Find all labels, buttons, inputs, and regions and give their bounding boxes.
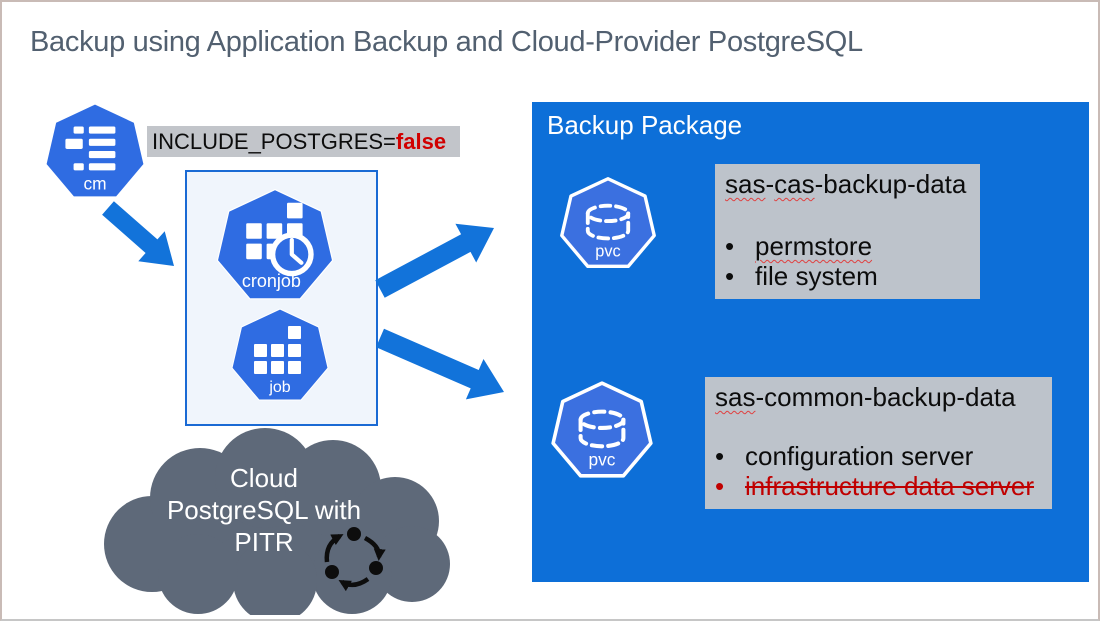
common-bullet-infra-server: infrastructure data server [715, 471, 1042, 501]
cronjob-clock-glyph [269, 232, 314, 277]
cm-heptagon [45, 103, 145, 198]
pvc-cas-label: pvc [595, 243, 620, 261]
env-var-name: INCLUDE_POSTGRES= [152, 128, 396, 154]
arrow-jobs-to-common-pvc [376, 328, 504, 400]
pvc-common-icon: pvc [551, 381, 653, 478]
arrow-cm-to-jobs [102, 201, 174, 266]
configmap-icon: cm [45, 103, 145, 198]
cronjob-icon: cronjob [216, 189, 334, 300]
cas-title-rest: -backup-data [814, 169, 967, 199]
common-bullet-config-server: configuration server [715, 441, 1042, 471]
job-grid-glyph [254, 326, 301, 374]
cloud-caption-line3: PITR [234, 527, 294, 557]
common-card-title: sas-common-backup-data [715, 382, 1042, 412]
arrow-jobs-to-cas-pvc [375, 223, 494, 298]
cas-bullet-filesystem: file system [725, 261, 970, 291]
sas-cas-backup-data-card: sas-cas-backup-data permstore file syste… [715, 164, 980, 299]
common-bullet-list: configuration server infrastructure data… [715, 441, 1042, 501]
cas-bullet-permstore: permstore [725, 231, 970, 261]
cm-label: cm [83, 174, 106, 194]
cloud-shape [104, 428, 450, 615]
cloud-caption: Cloud PostgreSQL with PITR [81, 462, 447, 558]
pvc-common-label: pvc [589, 450, 616, 470]
cas-title-sep: - [765, 169, 775, 199]
cronjob-label: cronjob [242, 271, 301, 291]
page-title: Backup using Application Backup and Clou… [30, 26, 863, 58]
cloud-caption-line1: Cloud [230, 463, 298, 493]
cm-list-glyph [65, 126, 116, 171]
cloud-postgresql: Cloud PostgreSQL with PITR [90, 426, 456, 615]
cas-title-sas: sas [725, 169, 766, 199]
pvc-cylinder-glyph [578, 409, 626, 449]
cas-bullet-list: permstore file system [725, 231, 970, 291]
common-title-sas: sas [715, 382, 756, 412]
job-label: job [268, 379, 290, 396]
sas-common-backup-data-card: sas-common-backup-data configuration ser… [705, 377, 1052, 509]
cas-title-cas: cas [774, 169, 815, 199]
pvc-cylinder-glyph [585, 203, 631, 241]
env-var-label: INCLUDE_POSTGRES=false [147, 126, 460, 157]
cloud-caption-line2: PostgreSQL with [166, 495, 362, 525]
cas-card-title: sas-cas-backup-data [725, 169, 970, 199]
backup-package-title: Backup Package [547, 110, 743, 140]
job-icon: job [231, 308, 329, 401]
common-title-rest: -common-backup-data [755, 382, 1016, 412]
pvc-cas-icon: pvc [560, 177, 656, 269]
env-var-value: false [395, 128, 447, 154]
pitr-cycle-icon [324, 527, 386, 592]
jobs-group-box: cronjob job [185, 170, 378, 426]
backup-package-panel: Backup Package pvc pvc sas-cas-backup-da… [532, 102, 1089, 582]
